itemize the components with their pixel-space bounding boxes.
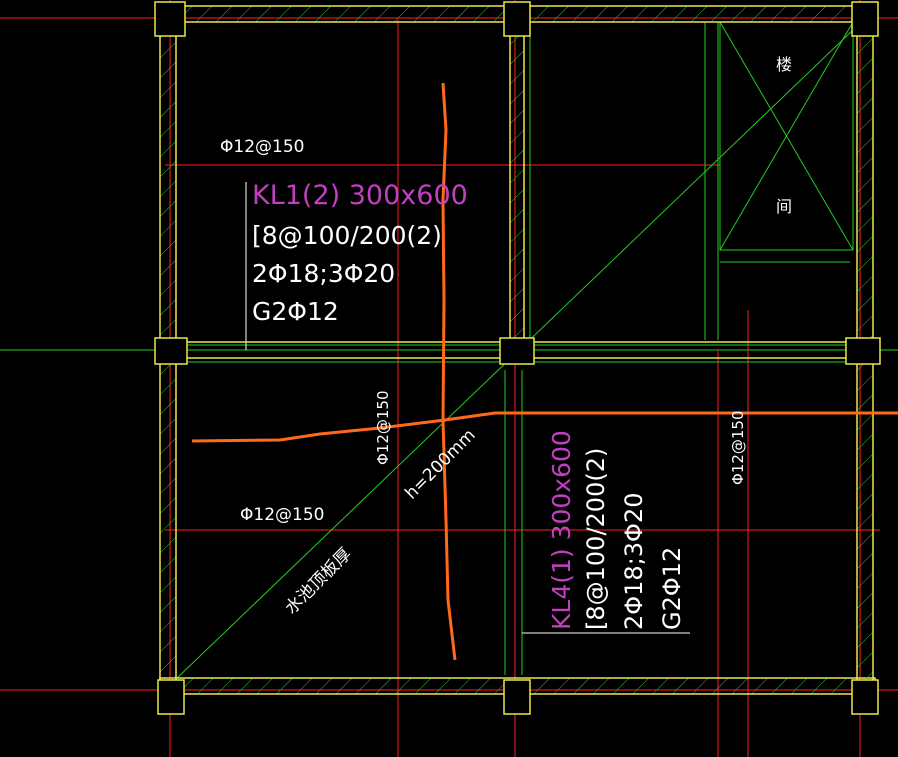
beam-kl4-name: KL4(1) 300x600: [547, 430, 576, 630]
green-lines: [174, 22, 856, 681]
stair-label-1: 楼: [776, 55, 792, 74]
slab-note-label: 水池顶板厚: [281, 544, 355, 618]
beam-kl1-name: KL1(2) 300x600: [252, 180, 468, 211]
wall-center-upper: [509, 21, 525, 343]
rebar-label-vertical-left: Φ12@150: [374, 390, 392, 465]
section-lines: [191, 82, 898, 661]
beam-kl1-stirrup: [8@100/200(2): [252, 221, 442, 250]
beam-kl4-stirrup: [8@100/200(2): [582, 448, 610, 630]
section-line-horizontal: [191, 411, 898, 443]
stair-label-2: 间: [776, 197, 792, 216]
beam-kl1-main-bars: 2Φ18;3Φ20: [252, 259, 395, 288]
beam-kl4-annotation: KL4(1) 300x600 [8@100/200(2) 2Φ18;3Φ20 G…: [547, 430, 686, 630]
beam-kl4-main-bars: 2Φ18;3Φ20: [620, 493, 648, 630]
slab-thickness-label: h=200mm: [401, 425, 479, 503]
beam-kl1-side-bars: G2Φ12: [252, 297, 339, 326]
section-line-vertical: [441, 82, 457, 661]
beam-kl1-annotation: KL1(2) 300x600 [8@100/200(2) 2Φ18;3Φ20 G…: [252, 180, 468, 326]
rebar-label-top: Φ12@150: [220, 137, 304, 157]
columns: [154, 1, 881, 715]
rebar-label-vertical-right: Φ12@150: [729, 410, 747, 485]
rebar-label-bottom: Φ12@150: [240, 505, 324, 525]
beam-kl4-side-bars: G2Φ12: [658, 547, 686, 630]
